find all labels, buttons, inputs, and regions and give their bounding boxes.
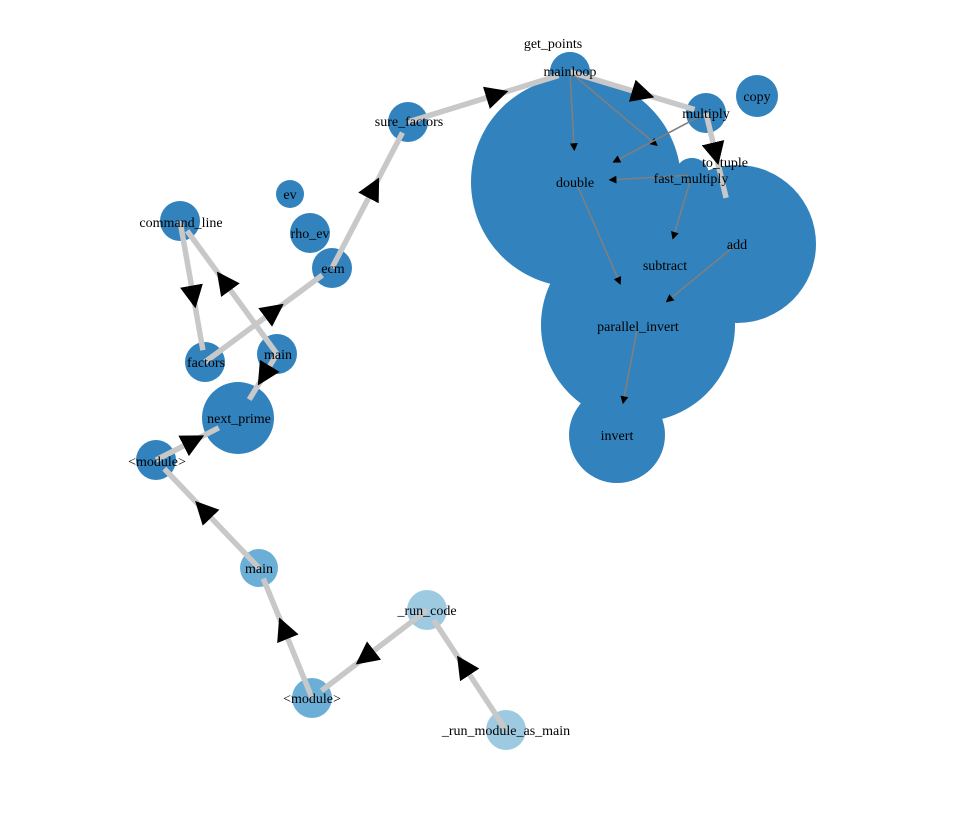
edge-module-a-to-next-prime [154, 432, 206, 463]
label-to-tuple: to_tuple [702, 156, 748, 171]
node-copy[interactable] [736, 75, 778, 117]
edge-fast-multiply-to-subtract [671, 178, 692, 241]
edge-command-line-to-factors [177, 220, 203, 309]
label-next-prime: next_prime [207, 412, 271, 427]
label-get-points: get_points [524, 37, 582, 52]
label-sure-factors: sure_factors [375, 115, 443, 130]
edge-fast-multiply-to-double [608, 174, 689, 184]
label-copy: copy [743, 90, 770, 105]
edge-tail-mainloop-to-multiply [653, 94, 696, 113]
label-add: add [727, 238, 747, 253]
label-invert: invert [601, 429, 634, 444]
node-subtract[interactable] [647, 247, 683, 283]
edge-layer [154, 69, 735, 732]
node-next-prime[interactable] [202, 382, 274, 454]
label-run-code: _run_code [396, 604, 456, 619]
edge-main-b-to-module-a [193, 499, 261, 570]
edge-run-code-to-module-b [354, 607, 429, 667]
label-double: double [556, 176, 594, 191]
edge-multiply-to-add [701, 112, 725, 166]
edge-add-to-parallel-invert [665, 245, 735, 303]
edge-mainloop-to-fast-multiply [572, 73, 659, 147]
edge-tail-module-a-to-next-prime [202, 425, 221, 438]
edge-double-to-parallel-invert [576, 185, 622, 286]
label-subtract: subtract [643, 259, 687, 274]
edge-parallel-invert-to-invert [620, 328, 639, 405]
node-rho-ev[interactable] [290, 213, 330, 253]
edge-tail-run-module-as-main-to-run-code [431, 618, 460, 658]
label-fast-multiply: fast_multiply [654, 172, 729, 187]
label-layer: get_points mainloop sure_factors multiply co… [128, 37, 771, 739]
edge-module-b-to-main-b [276, 616, 315, 700]
edge-tail-ecm-to-sure-factors [376, 131, 405, 179]
label-multiply: multiply [682, 107, 729, 122]
label-parallel-invert: parallel_invert [597, 320, 679, 335]
edge-main-a-to-command-line [214, 269, 280, 356]
edge-tail-main-a-to-command-line [184, 229, 220, 274]
label-run-module-as-main: _run_module_as_main [441, 724, 570, 739]
node-layer [136, 52, 816, 750]
edge-mainloop-to-multiply [569, 69, 656, 102]
label-mainloop: mainloop [544, 65, 597, 80]
edge-tail-main-b-to-module-a [162, 466, 198, 503]
edge-sure-factors-to-mainloop [407, 86, 510, 125]
label-main-a: main [264, 348, 292, 363]
label-ecm: ecm [321, 262, 344, 277]
edge-tail-main-a-to-next-prime [246, 384, 261, 401]
edge-mainloop-to-double [569, 75, 578, 152]
edge-main-a-to-next-prime [255, 352, 280, 387]
edge-multiply-to-double [612, 114, 703, 164]
label-main-b: main [245, 562, 273, 577]
edge-run-module-as-main-to-run-code [454, 654, 509, 732]
edge-tail-command-line-to-factors [192, 307, 206, 351]
edge-factors-to-ecm [203, 301, 286, 365]
label-command-line: command_line [139, 216, 222, 231]
edge-ecm-to-sure-factors [329, 176, 382, 270]
label-module-b: <module> [283, 692, 341, 707]
label-rho-ev: rho_ev [291, 227, 330, 242]
node-invert[interactable] [569, 387, 665, 483]
label-module-a: <module> [128, 455, 186, 470]
edge-tail-factors-to-ecm [282, 272, 324, 306]
node-add[interactable] [658, 165, 816, 323]
edge-tail-multiply-to-add [715, 164, 729, 199]
edge-tail-run-code-to-module-b [319, 662, 358, 693]
edge-tail-sure-factors-to-mainloop [507, 72, 560, 94]
edge-tail-module-b-to-main-b [260, 577, 282, 619]
label-ev: ev [283, 188, 296, 203]
label-factors: factors [187, 356, 225, 371]
node-ev[interactable] [276, 180, 304, 208]
node-fast-multiply[interactable] [675, 158, 709, 192]
